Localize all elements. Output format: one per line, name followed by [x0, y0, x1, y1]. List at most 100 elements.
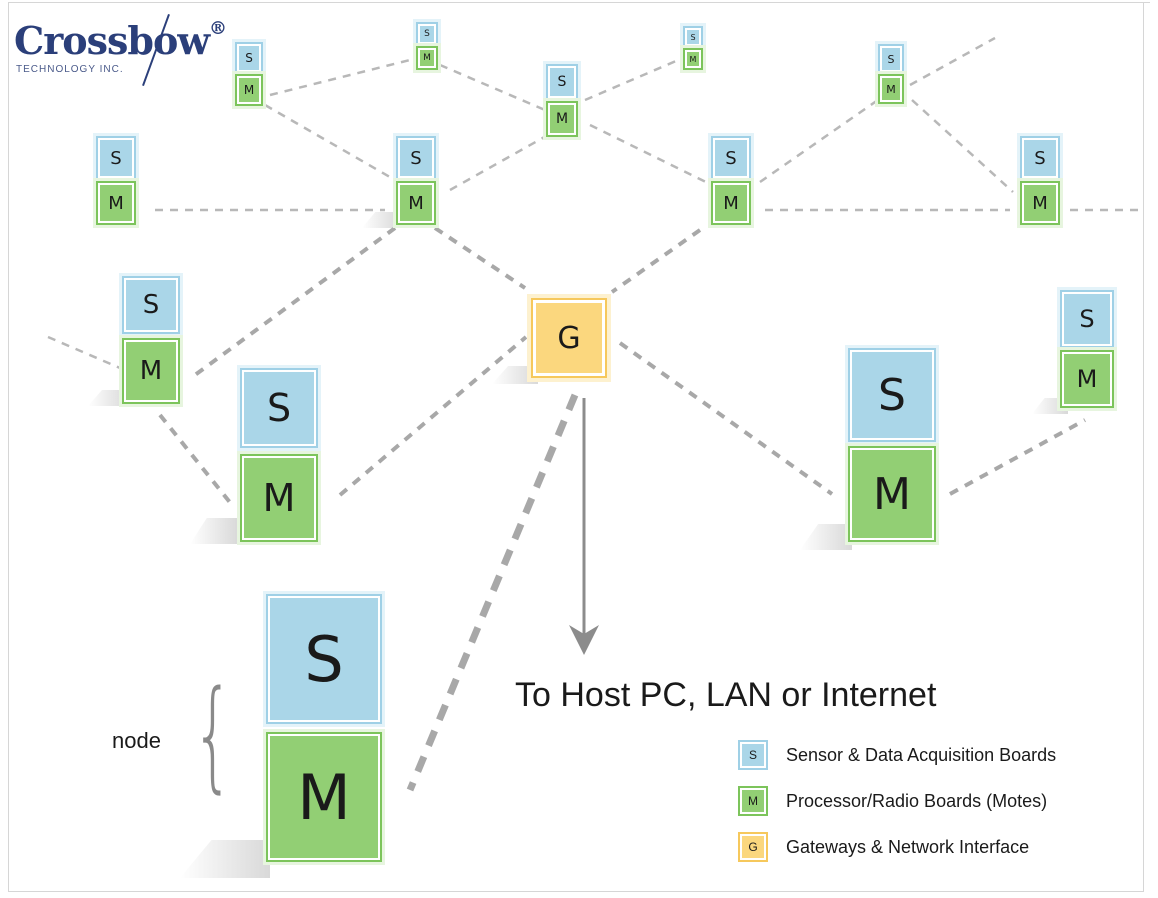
legend-label: Sensor & Data Acquisition Boards	[786, 744, 1057, 765]
sensor-letter: S	[266, 386, 292, 430]
sensor-board: S	[548, 66, 576, 98]
link	[47, 335, 121, 370]
link	[269, 58, 411, 97]
mote-board: M	[237, 76, 261, 104]
sensor-board: S	[880, 46, 902, 72]
legend-letter: G	[748, 840, 758, 854]
sensor-board: S	[237, 44, 261, 72]
sensor-letter: S	[410, 147, 422, 169]
link	[338, 335, 528, 497]
link	[759, 98, 879, 184]
sensor-board: S	[1022, 138, 1058, 178]
sensor-board: S	[242, 370, 316, 446]
mote-letter: M	[723, 192, 739, 214]
sensor-board: S	[98, 138, 134, 178]
mote-letter: M	[408, 192, 424, 214]
mote-letter: M	[886, 82, 896, 96]
frame-border	[1143, 2, 1144, 892]
link	[949, 418, 1086, 496]
gateway-letter: G	[557, 320, 581, 356]
legend-item: S Sensor & Data Acquisition Boards	[740, 740, 1056, 770]
link	[406, 393, 579, 792]
sensor-letter: S	[878, 369, 906, 421]
legend-label: Processor/Radio Boards (Motes)	[786, 790, 1048, 811]
mote-letter: M	[873, 468, 911, 520]
mote-letter: M	[139, 356, 163, 386]
crossbow-logo: Crossbow® TECHNOLOGY INC.	[14, 13, 227, 88]
legend-mote-swatch: M	[740, 788, 766, 814]
sensor-letter: S	[557, 74, 567, 90]
legend-gateway-swatch: G	[740, 834, 766, 860]
link	[610, 228, 702, 294]
sensor-board: S	[268, 596, 380, 722]
mote-board: M	[1022, 183, 1058, 223]
mote-letter: M	[108, 192, 124, 214]
frame-border	[8, 891, 1144, 892]
link	[911, 99, 1014, 193]
gateway-board: G	[533, 300, 605, 376]
mote-board: M	[268, 734, 380, 860]
sensor-board: S	[850, 350, 934, 440]
mote-letter: M	[689, 54, 697, 64]
sensor-letter: S	[690, 32, 696, 42]
mote-board: M	[685, 50, 701, 68]
mote-board: M	[880, 76, 902, 102]
link	[589, 123, 713, 187]
link	[909, 36, 996, 87]
mote-letter: M	[1076, 365, 1098, 393]
link	[584, 53, 691, 102]
mote-letter: M	[243, 83, 255, 97]
mote-board: M	[124, 340, 178, 402]
mote-board: M	[418, 48, 436, 68]
mote-letter: M	[423, 53, 431, 63]
legend-item: G Gateways & Network Interface	[740, 832, 1029, 862]
link	[433, 226, 527, 290]
logo-word: Crossbow	[14, 18, 210, 63]
link	[618, 341, 834, 496]
node-brace: {	[192, 666, 234, 805]
link	[449, 133, 549, 192]
host-label: To Host PC, LAN or Internet	[515, 676, 937, 714]
sensor-board: S	[418, 24, 436, 44]
legend-sensor-swatch: S	[740, 742, 766, 768]
frame-border	[8, 2, 9, 892]
mote-letter: M	[1032, 192, 1048, 214]
node-label: node	[112, 728, 161, 753]
sensor-letter: S	[887, 52, 895, 66]
mote-board: M	[242, 456, 316, 540]
mote-letter: M	[555, 111, 569, 127]
sensor-letter: S	[424, 29, 430, 39]
sensor-board: S	[685, 28, 701, 46]
mote-letter: M	[297, 760, 351, 834]
logo-subtitle: TECHNOLOGY INC.	[16, 64, 124, 75]
link	[439, 63, 546, 112]
sensor-board: S	[124, 278, 178, 332]
link	[158, 413, 234, 507]
frame-border	[8, 2, 1150, 3]
legend-letter: S	[748, 748, 757, 762]
sensor-letter: S	[110, 147, 122, 169]
mote-board: M	[713, 183, 749, 223]
link	[193, 226, 397, 377]
legend-letter: M	[748, 794, 758, 808]
mote-board: M	[1062, 352, 1112, 406]
mote-board: M	[98, 183, 134, 223]
mote-board: M	[850, 448, 934, 540]
sensor-letter: S	[304, 622, 344, 696]
sensor-letter: S	[1079, 305, 1095, 333]
sensor-letter: S	[725, 147, 737, 169]
sensor-board: S	[398, 138, 434, 178]
mote-board: M	[398, 183, 434, 223]
sensor-letter: S	[1034, 147, 1046, 169]
legend-item: M Processor/Radio Boards (Motes)	[740, 786, 1047, 816]
sensor-board: S	[1062, 292, 1112, 346]
legend-label: Gateways & Network Interface	[786, 836, 1030, 857]
sensor-letter: S	[245, 51, 253, 65]
mote-letter: M	[262, 476, 296, 520]
logo-registered: ®	[209, 18, 227, 39]
sensor-letter: S	[142, 290, 160, 320]
mote-board: M	[548, 103, 576, 135]
sensor-board: S	[713, 138, 749, 178]
